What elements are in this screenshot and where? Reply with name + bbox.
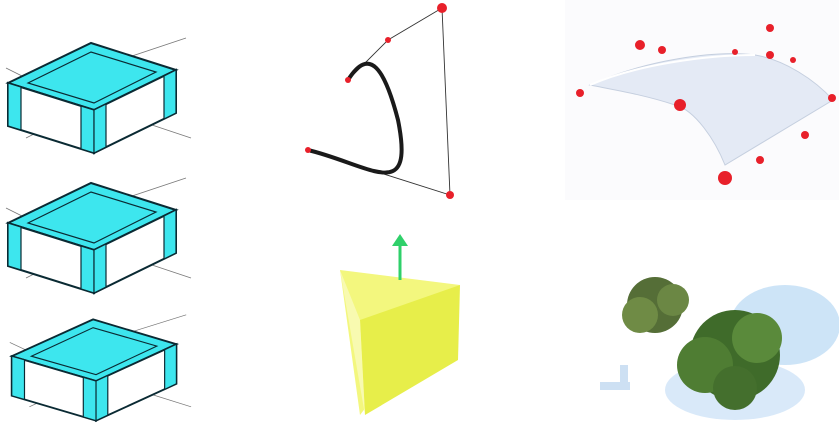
box-1	[6, 38, 191, 153]
extruded-shape-panel	[330, 230, 480, 430]
bezier-curve-panel	[290, 0, 470, 210]
control-point	[305, 147, 311, 153]
tree-left	[622, 277, 689, 333]
isometric-boxes-panel	[0, 0, 200, 437]
box-3	[10, 315, 191, 421]
control-point	[385, 37, 391, 43]
control-point	[345, 77, 351, 83]
control-point	[437, 3, 447, 13]
surface-patch-panel	[565, 0, 839, 200]
bezier-curve	[308, 64, 402, 173]
control-point	[446, 191, 454, 199]
box-2	[6, 178, 191, 293]
trees-panel	[585, 270, 839, 437]
